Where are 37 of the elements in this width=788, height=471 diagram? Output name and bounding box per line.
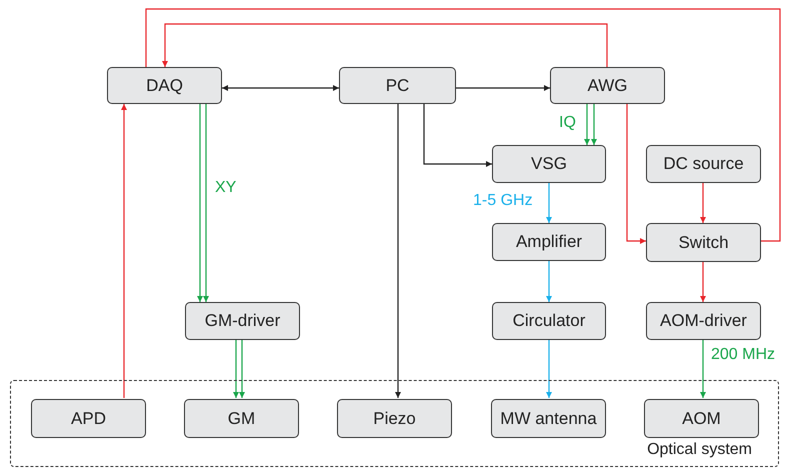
- process-box: MW antenna: [491, 399, 606, 438]
- arrow: [162, 23, 608, 67]
- arrow: [197, 104, 203, 302]
- process-box: Piezo: [337, 399, 452, 438]
- process-box: DC source: [646, 145, 761, 183]
- arrow: [395, 104, 401, 398]
- arrow: [546, 183, 552, 223]
- process-box: Switch: [646, 223, 761, 262]
- arrow: [626, 104, 646, 244]
- group-title: Optical system: [647, 440, 752, 460]
- edge-label: IQ: [558, 115, 577, 131]
- arrow: [700, 183, 706, 223]
- process-box: GM-driver: [185, 302, 300, 340]
- arrow: [700, 262, 706, 302]
- process-box: AWG: [550, 67, 665, 104]
- process-box: GM: [184, 399, 299, 438]
- arrow: [700, 340, 706, 398]
- process-box: AOM-driver: [646, 302, 761, 340]
- process-box: DAQ: [107, 67, 222, 104]
- dashed-group-frame: [10, 380, 779, 467]
- arrow: [546, 261, 552, 302]
- arrow: [239, 340, 245, 398]
- arrow: [222, 85, 339, 91]
- process-box: PC: [339, 67, 456, 104]
- arrow: [423, 104, 492, 167]
- process-box: APD: [31, 399, 146, 438]
- process-box: VSG: [492, 145, 606, 183]
- arrow: [546, 340, 552, 398]
- arrow: [203, 104, 209, 302]
- arrow: [591, 104, 597, 145]
- process-box: Circulator: [492, 302, 606, 340]
- arrow: [233, 340, 239, 398]
- arrow: [456, 85, 550, 91]
- process-box: AOM: [644, 399, 759, 438]
- process-box: Amplifier: [492, 223, 606, 261]
- arrow: [121, 104, 127, 398]
- arrow: [584, 104, 590, 145]
